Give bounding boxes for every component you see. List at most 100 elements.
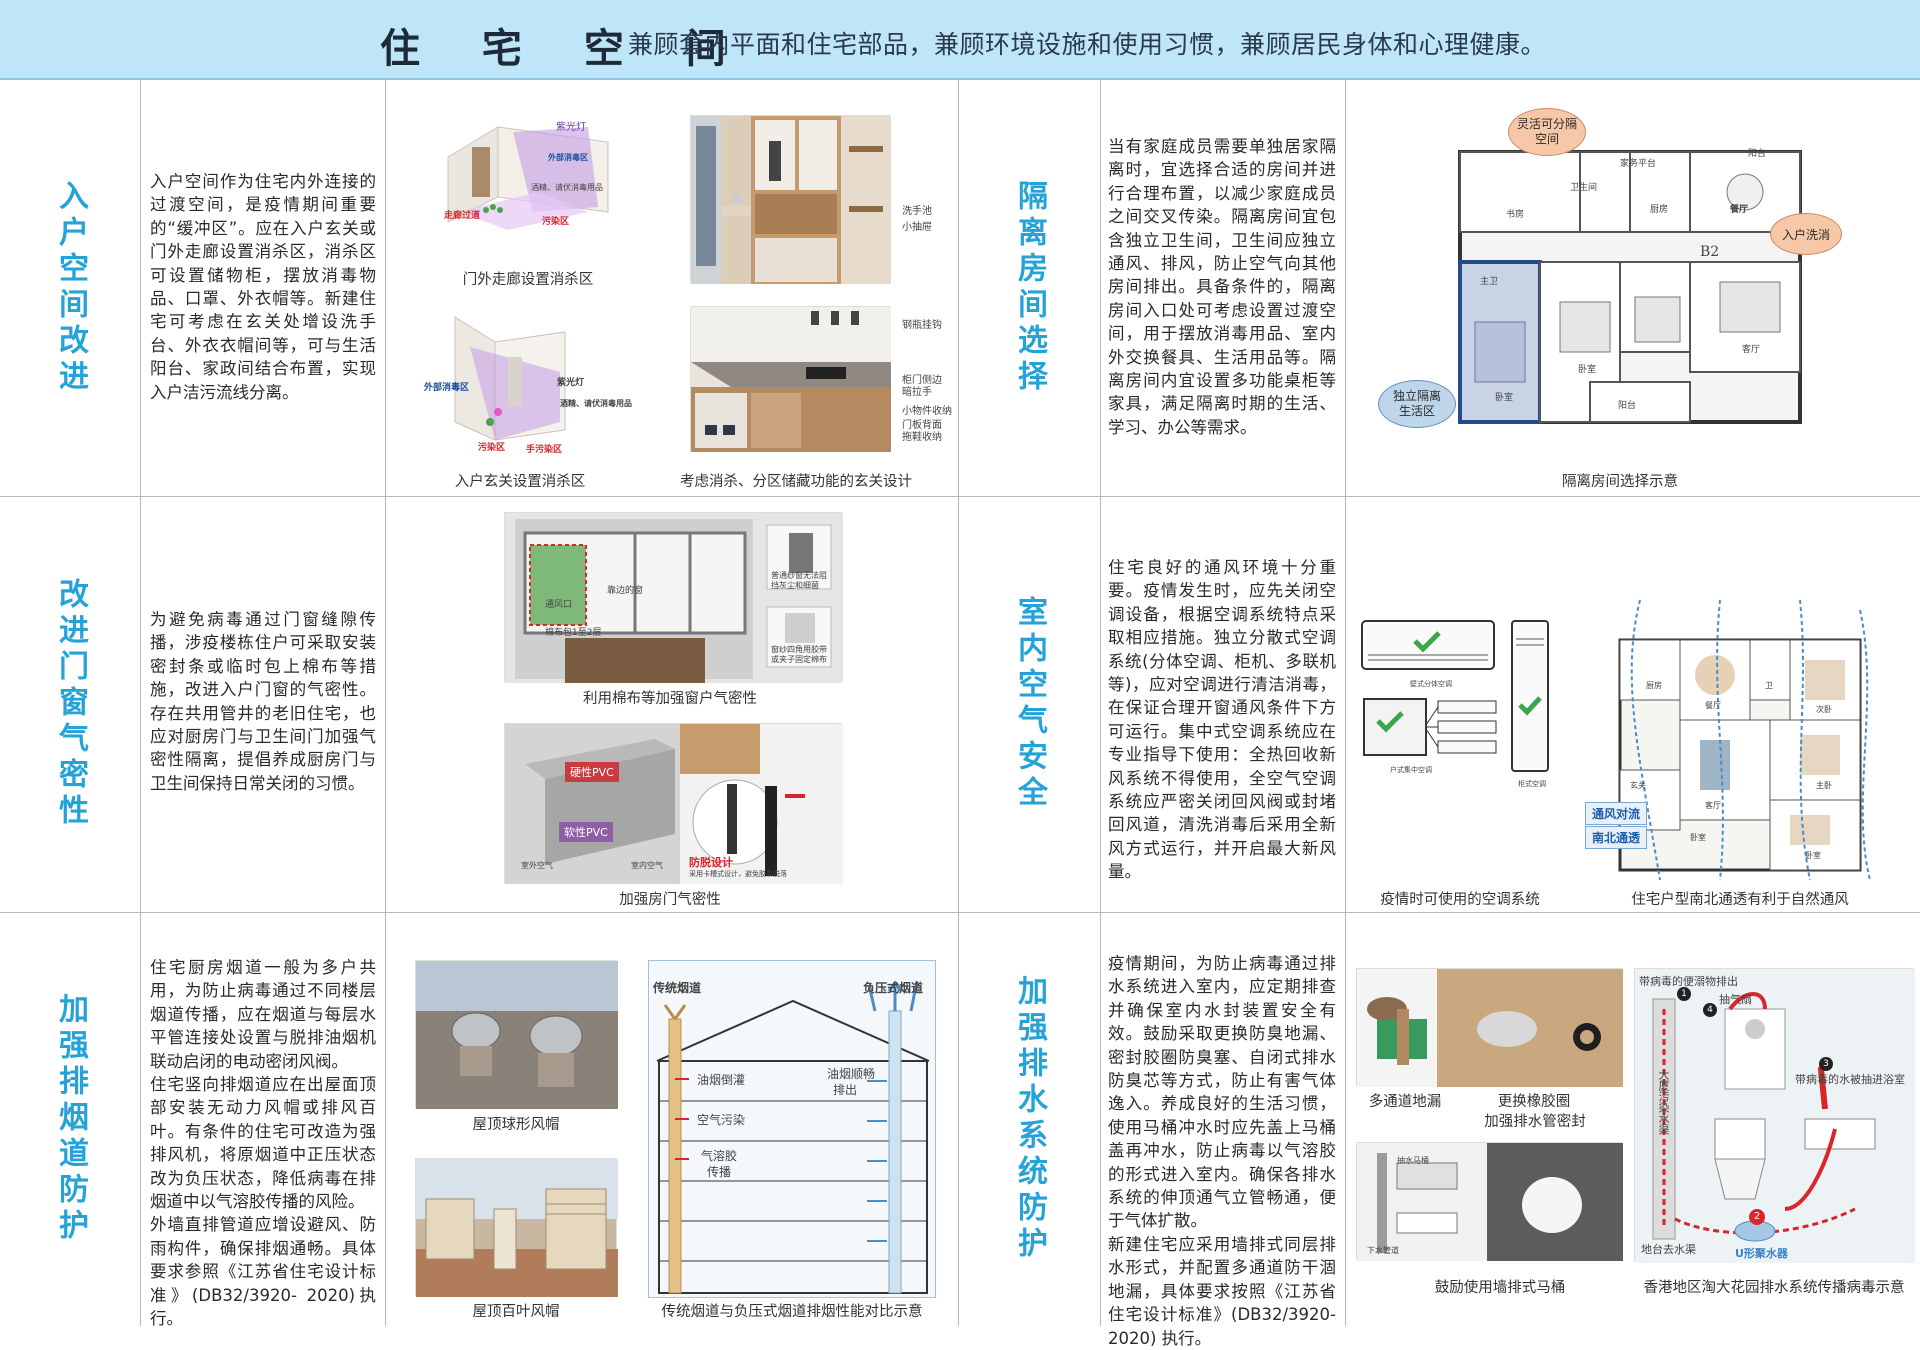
floor-drain-drawing — [1357, 969, 1623, 1087]
corridor-drawing — [447, 126, 609, 230]
please-disinfect-label-2: 酒精、请伏消毒用品 — [560, 399, 632, 408]
soft-pvc-label: 软性PVC — [559, 822, 613, 842]
flue-drawing — [656, 980, 930, 1294]
door-sealing-illustration: 硬性PVC 软性PVC 室外空气 室内空气 防脱设计 采用卡槽式设计，避免胶条脱… — [504, 723, 843, 884]
window-caption-1: 利用棉布等加强窗户气密性 — [583, 691, 757, 707]
section-title-window: 改进门窗气密性 — [53, 578, 88, 830]
room-living: 客厅 — [1742, 345, 1761, 355]
hooks-label: 钢瓶挂钩 — [902, 320, 942, 331]
ventilation-floorplan: 厨房 餐厅 卫 次卧 玄关 客厅 主卧 卧室 卧室 — [1580, 599, 1880, 881]
air-room-entrance: 玄关 — [1630, 781, 1646, 790]
handwash-zone-label: 手污染区 — [526, 445, 563, 455]
side-window-label: 靠边的窗 — [607, 586, 644, 596]
isolation-paragraph: 当有家庭成员需要单独居家隔离时，宜选择合适的房间并进行合理布置，以减少家庭成员之… — [1108, 137, 1336, 437]
bubble-entry-wash: 入户洗消 — [1770, 213, 1842, 255]
traditional-flue-label: 传统烟道 — [653, 981, 702, 995]
isolation-floorplan: 家务平台 阳台 卫生间 厨房 餐厅 书房 B2 主卫 卧室 卧室 客厅 阳台 — [1450, 132, 1810, 432]
corridor-disinfect-illustration: 紫光灯 外部消毒区 酒精、请伏消毒用品 走廊过道 污染区 — [438, 112, 616, 232]
pollution-label: 空气污染 — [697, 1113, 746, 1127]
section-title-smoke: 加强排烟道防护 — [53, 993, 88, 1245]
central-ac-label: 户式集中空调 — [1390, 766, 1432, 774]
virus-excrement-label: 带病毒的便溺物排出 — [1639, 975, 1738, 988]
ventilation-drawing — [1618, 599, 1871, 881]
ac-drawing — [1361, 620, 1549, 772]
smoke-caption-2: 屋顶百叶风帽 — [472, 1304, 560, 1320]
note1-label: 普通纱窗无法阻挡灰尘和细菌 — [771, 571, 827, 590]
section-title-drain: 加强排水系统防护 — [1012, 975, 1047, 1263]
page-title: 住 宅 空 间 — [380, 26, 750, 72]
air-paragraph: 住宅良好的通风环境十分重要。疫情发生时，应先关闭空调设备，根据空调系统特点采取相… — [1108, 558, 1336, 882]
vent-label: 通风口 — [545, 600, 573, 610]
ext-disinfect-label: 外部消毒区 — [424, 383, 470, 393]
grid-divider — [1345, 80, 1346, 1326]
air-room-living: 客厅 — [1705, 801, 1721, 810]
page-subtitle: 兼顾套内平面和住宅部品，兼顾环境设施和使用习惯，兼顾居民身体和心理健康。 — [628, 30, 1547, 59]
grid-divider — [140, 80, 141, 1326]
exhaust-fan-label: 抽气扇 — [1719, 993, 1752, 1006]
air-room-dining: 餐厅 — [1705, 701, 1721, 710]
uv-light-label-2: 紫光灯 — [557, 378, 585, 388]
tank-label: 抽水马桶 — [1397, 1156, 1429, 1165]
entry-caption-2: 入户玄关设置消杀区 — [454, 474, 586, 490]
sink-label: 洗手池 — [902, 206, 932, 217]
aerosol-label-1: 气溶胶 — [701, 1149, 738, 1163]
room-balcony-bottom: 阳台 — [1618, 401, 1637, 411]
anti-off-note: 采用卡槽式设计，避免胶条脱落 — [689, 870, 787, 878]
wall-toilet-photos: 抽水马桶 下水管道 — [1356, 1142, 1623, 1261]
step-4-marker: 4 — [1703, 1003, 1717, 1017]
room-bedroom2: 卧室 — [1495, 393, 1514, 403]
air-room-bed2: 卧室 — [1690, 833, 1706, 842]
ac-systems-illustration: 壁式分体空调 户式集中空调 柜式空调 — [1360, 615, 1552, 815]
corridor-label: 走廊过道 — [444, 211, 481, 221]
cabinet-ac-label: 柜式空调 — [1518, 780, 1546, 788]
smoke-caption-1: 屋顶球形风帽 — [472, 1117, 560, 1133]
room-dining: 餐厅 — [1730, 205, 1749, 215]
dirty-zone-label-2: 污染区 — [478, 443, 506, 453]
isolation-caption: 隔离房间选择示意 — [1562, 474, 1678, 490]
section-title-air: 室内空气安全 — [1012, 596, 1047, 812]
grid-divider — [385, 80, 386, 1326]
smoke-caption-3: 传统烟道与负压式烟道排烟性能对比示意 — [661, 1304, 923, 1320]
stack-label: 大厦污染水渠 — [1657, 1069, 1670, 1135]
door-drawing — [505, 724, 843, 884]
indoor-air-label: 室内空气 — [631, 861, 663, 870]
floor-drain-label: 地台去水渠 — [1641, 1243, 1696, 1256]
wall-toilet-drawing — [1357, 1143, 1623, 1261]
window-drawing — [505, 513, 843, 683]
entry-paragraph: 入户空间作为住宅内外连接的过渡空间，是疫情期间重要的“缓冲区”。应在入户玄关或门… — [150, 172, 376, 402]
section-title-entry: 入户空间改进 — [53, 180, 88, 396]
room-toilet: 卫生间 — [1570, 183, 1598, 193]
air-room-kitchen: 厨房 — [1646, 681, 1662, 690]
entry-caption-3: 考虑消杀、分区储藏功能的玄关设计 — [680, 474, 912, 490]
window-sealing-illustration: 通风口 靠边的窗 棉布包1至2层 普通纱窗无法阻挡灰尘和细菌 窗纱四角用胶带或夹… — [504, 512, 843, 683]
note2-label: 窗纱四角用胶带或夹子固定棉布 — [771, 645, 827, 664]
drain-paragraph: 疫情期间，为防止病毒通过排水系统进入室内，应定期排查并确保室内水封装置安全有效。… — [1108, 954, 1336, 1348]
bubble-flex-space: 灵活可分隔空间 — [1508, 108, 1586, 156]
room-cook-platform: 家务平台 — [1620, 159, 1657, 169]
room-kitchen: 厨房 — [1650, 205, 1669, 215]
air-room-toilet: 卫 — [1765, 681, 1773, 690]
air-room-bed1: 次卧 — [1816, 705, 1832, 714]
entrance-disinfect-illustration — [450, 312, 570, 452]
outdoor-air-label: 室外空气 — [521, 861, 553, 870]
storage-drawing — [691, 307, 891, 452]
room-master: 主卫 — [1480, 277, 1499, 287]
smoke-paragraph: 住宅厨房烟道一般为多户共用，为防止病毒通过不同楼层烟道传播，应在烟道与每层水平管… — [150, 958, 376, 1329]
door-back-label: 门板背面拖鞋收纳 — [902, 420, 942, 443]
page-header: 住 宅 空 间 兼顾套内平面和住宅部品，兼顾环境设施和使用习惯，兼顾居民身体和心… — [0, 0, 1920, 80]
drain-caption-3: 加强排水管密封 — [1484, 1114, 1586, 1130]
hard-pvc-label: 硬性PVC — [565, 762, 619, 782]
louver-cap-drawing — [416, 1159, 618, 1297]
wall-ac-label: 壁式分体空调 — [1410, 680, 1452, 688]
air-caption-1: 疫情时可使用的空调系统 — [1380, 892, 1540, 908]
small-storage-label: 小物件收纳 — [902, 406, 952, 417]
dirty-zone-label: 污染区 — [542, 217, 570, 227]
negative-flue-label: 负压式烟道 — [863, 981, 924, 995]
north-south-badge: 南北通透 — [1585, 826, 1648, 849]
section-title-isolation: 隔离房间选择 — [1012, 180, 1047, 396]
content-grid: 入户空间改进 入户空间作为住宅内外连接的过渡空间，是疫情期间重要的“缓冲区”。应… — [0, 80, 1920, 1348]
cabinet-drawing — [691, 116, 891, 284]
ball-cap-photo — [415, 960, 618, 1109]
room-study: 书房 — [1506, 210, 1525, 220]
cotton-label: 棉布包1至2层 — [545, 628, 602, 638]
